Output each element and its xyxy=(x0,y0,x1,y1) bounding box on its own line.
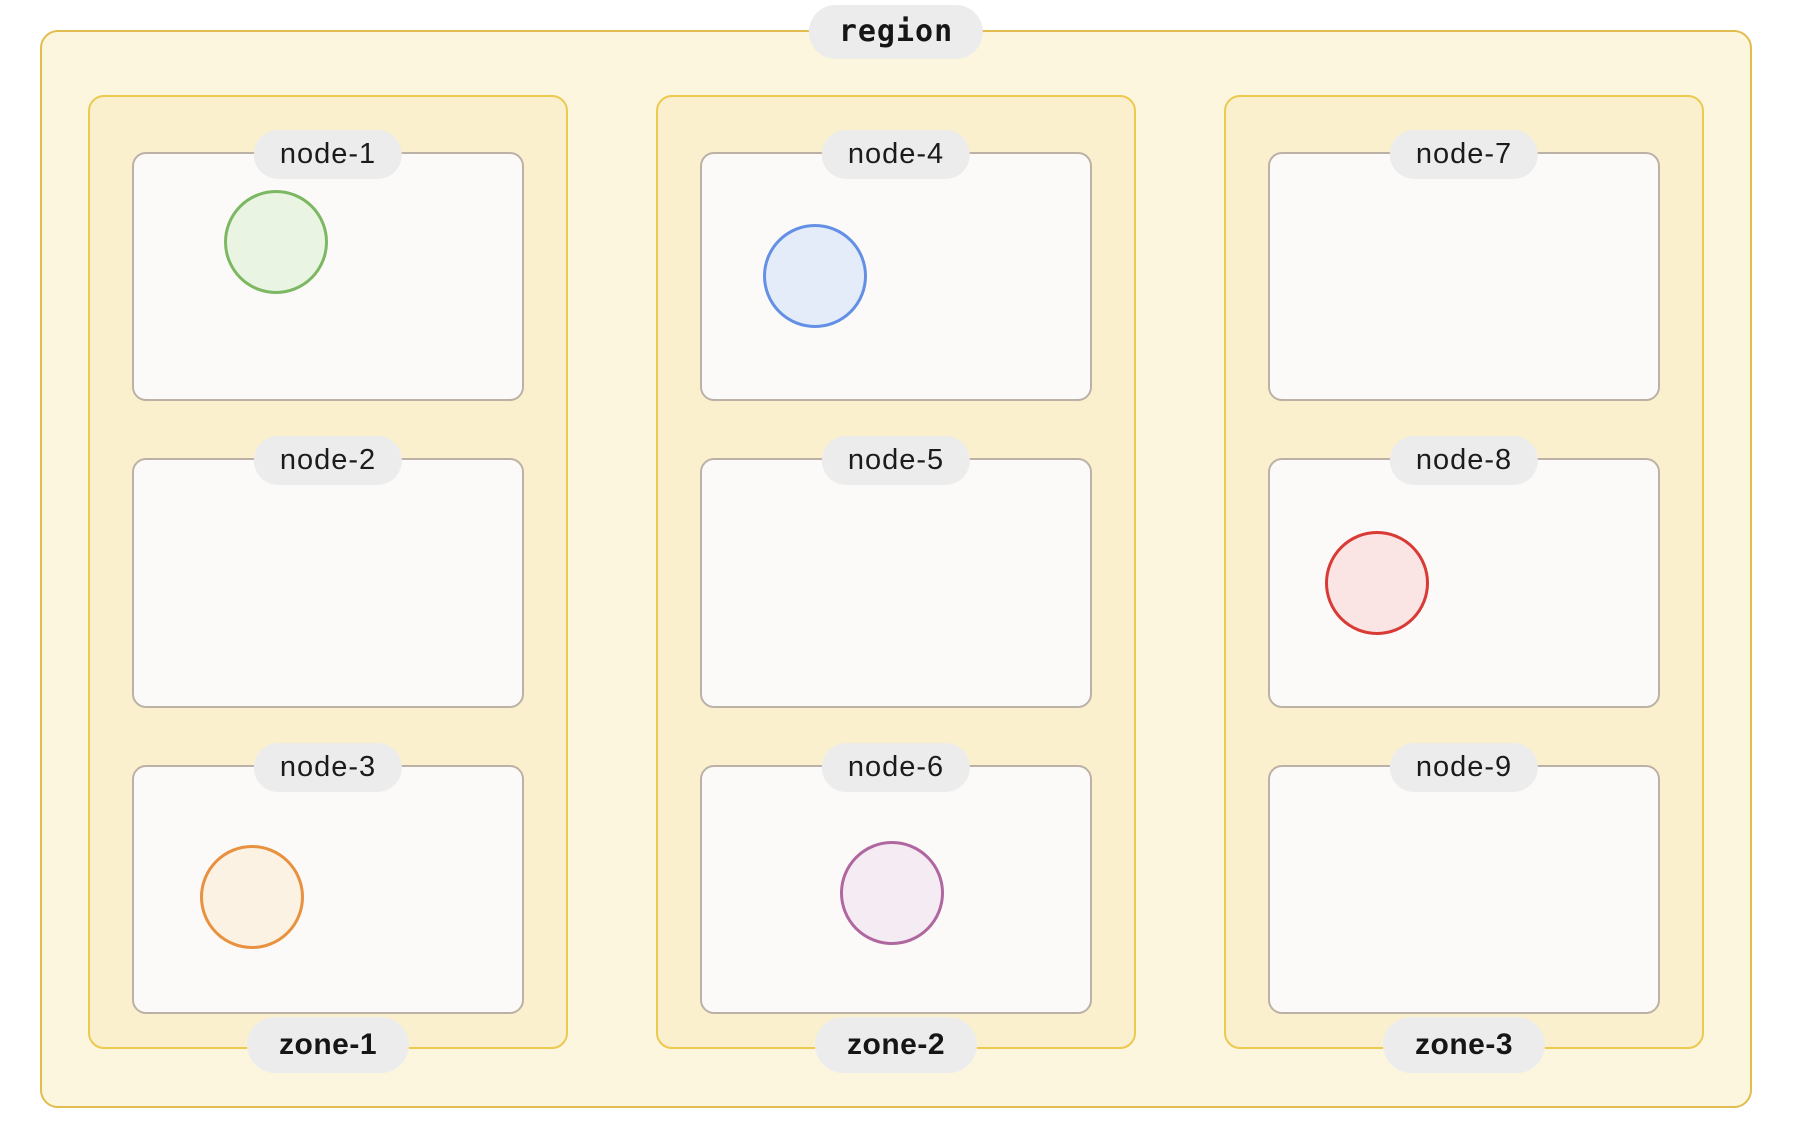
node-8: node-8 xyxy=(1268,436,1660,708)
zone-2: node-4 node-5 node-6 zone-2 xyxy=(656,95,1136,1073)
node-9: node-9 xyxy=(1268,742,1660,1014)
green-pod-circle xyxy=(224,190,328,294)
node-6: node-6 xyxy=(700,742,1092,1014)
node-5: node-5 xyxy=(700,436,1092,708)
node-7: node-7 xyxy=(1268,130,1660,402)
zone-3: node-7 node-8 node-9 zone-3 xyxy=(1224,95,1704,1073)
node-1-label: node-1 xyxy=(253,130,403,179)
node-1: node-1 xyxy=(132,130,524,402)
region-container: region node-1 node-2 node-3 zone-1 node-… xyxy=(40,5,1752,1108)
zone-3-label: zone-3 xyxy=(1382,1017,1546,1073)
node-9-label: node-9 xyxy=(1389,742,1539,792)
node-8-label: node-8 xyxy=(1389,436,1539,486)
zone-1-label: zone-1 xyxy=(246,1017,410,1073)
zone-1: node-1 node-2 node-3 zone-1 xyxy=(88,95,568,1073)
node-3-label: node-3 xyxy=(253,742,403,792)
red-pod-circle xyxy=(1325,531,1429,636)
node-7-label: node-7 xyxy=(1389,130,1539,179)
region-label: region xyxy=(808,5,984,59)
node-6-label: node-6 xyxy=(821,742,971,792)
node-2: node-2 xyxy=(132,436,524,708)
blue-pod-circle xyxy=(763,224,867,328)
node-4-label: node-4 xyxy=(821,130,971,179)
node-4: node-4 xyxy=(700,130,1092,402)
orange-pod-circle xyxy=(200,844,304,949)
purple-pod-circle xyxy=(840,840,944,945)
node-2-label: node-2 xyxy=(253,436,403,486)
node-3: node-3 xyxy=(132,742,524,1014)
node-5-label: node-5 xyxy=(821,436,971,486)
zone-2-label: zone-2 xyxy=(814,1017,978,1073)
